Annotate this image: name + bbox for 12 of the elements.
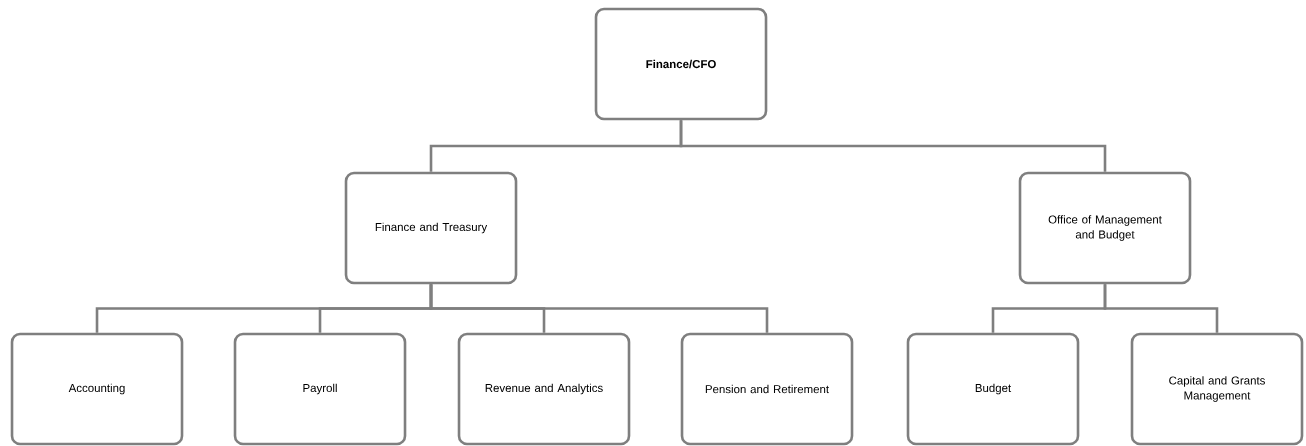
department-box: Pension and Retirement xyxy=(680,332,854,446)
department-box: Finance/CFO xyxy=(594,7,768,121)
department-box: Revenue and Analytics xyxy=(457,332,631,446)
connector-line xyxy=(429,284,769,333)
connector-line xyxy=(1103,284,1219,333)
department-box: Capital and Grants Management xyxy=(1130,332,1304,446)
department-box: Budget xyxy=(906,332,1080,446)
connector-line xyxy=(679,120,1107,172)
department-box: Payroll xyxy=(233,332,407,446)
department-box: Accounting xyxy=(10,332,184,446)
department-box: Finance and Treasury xyxy=(344,171,518,285)
department-box: Office of Management and Budget xyxy=(1018,171,1192,285)
